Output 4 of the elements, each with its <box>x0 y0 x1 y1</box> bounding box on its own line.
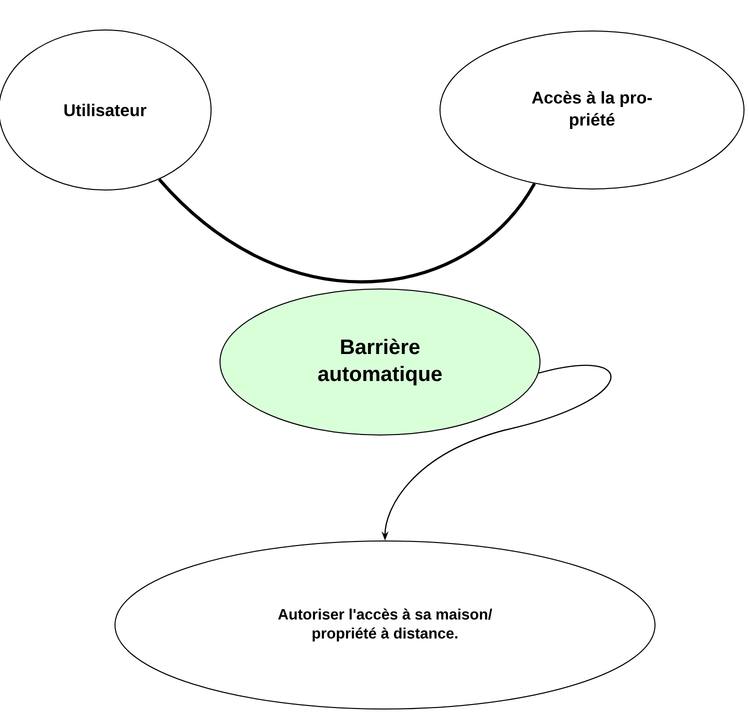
ellipse-node: Barrière automatique <box>220 288 540 436</box>
ellipse-node: Accès à la pro- priété <box>440 30 744 190</box>
ellipse-node: Autoriser l'accès à sa maison/ propriété à distance. <box>114 540 656 710</box>
connector <box>158 178 536 284</box>
